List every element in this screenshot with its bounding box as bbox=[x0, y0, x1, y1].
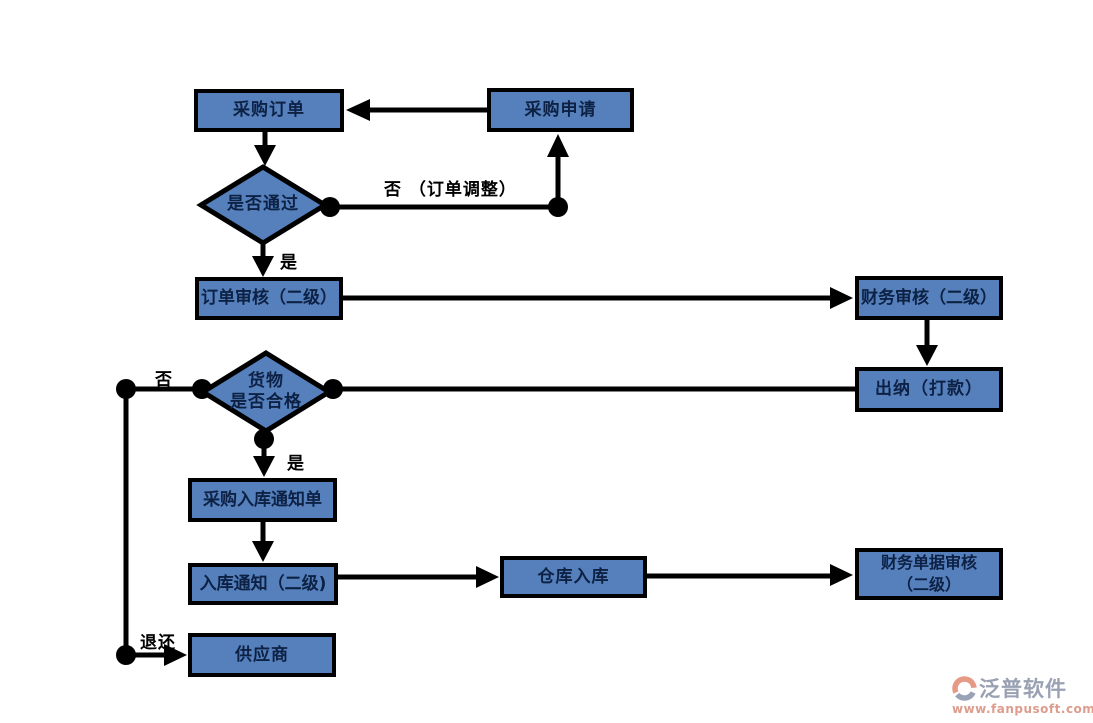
node-purchase-order-label: 采购订单 bbox=[233, 100, 305, 121]
watermark-url-text: www.fanpusoft.com bbox=[952, 702, 1093, 716]
node-finance-review: 财务审核（二级） bbox=[855, 276, 1003, 320]
node-order-review: 订单审核（二级） bbox=[195, 277, 343, 320]
node-warehouse-inbound-label: 仓库入库 bbox=[537, 566, 610, 587]
node-finance-doc-review-label: 财务单据审核 （二级） bbox=[880, 553, 977, 594]
edge-label-yes-pass: 是 bbox=[280, 253, 298, 273]
arrowhead-down-icon bbox=[253, 456, 275, 477]
node-inbound-notice-label: 入库通知（二级) bbox=[199, 573, 327, 594]
edge-label-no-order-adjust: 否 （订单调整） bbox=[384, 180, 517, 200]
arrowhead-right-icon bbox=[830, 287, 853, 309]
node-purchase-order: 采购订单 bbox=[194, 89, 344, 132]
node-supplier-label: 供应商 bbox=[235, 644, 289, 665]
diamond-goods-decision bbox=[198, 350, 334, 434]
node-purchase-inbound-notice-label: 采购入库通知单 bbox=[203, 489, 322, 510]
junction-dot bbox=[320, 197, 340, 217]
node-finance-doc-review: 财务单据审核 （二级） bbox=[855, 548, 1003, 600]
arrowhead-down-icon bbox=[252, 541, 274, 562]
junction-dot bbox=[548, 197, 568, 217]
node-purchase-inbound-notice: 采购入库通知单 bbox=[188, 478, 337, 522]
fanpu-logo-icon bbox=[952, 675, 977, 701]
node-cashier: 出纳（打款） bbox=[855, 367, 1003, 412]
arrowhead-right-icon bbox=[830, 564, 853, 586]
arrowhead-right-icon bbox=[164, 644, 187, 666]
watermark-brand-text: 泛普软件 bbox=[979, 677, 1067, 701]
node-finance-review-label: 财务审核（二级） bbox=[861, 287, 997, 308]
arrowhead-right-icon bbox=[476, 566, 499, 588]
watermark: 泛普软件 www.fanpusoft.com bbox=[952, 673, 1093, 716]
arrowhead-down-icon bbox=[252, 256, 274, 277]
edge-label-return: 退还 bbox=[140, 633, 176, 653]
node-cashier-label: 出纳（打款） bbox=[875, 379, 983, 400]
arrowhead-down-icon bbox=[916, 345, 938, 366]
node-inbound-notice: 入库通知（二级) bbox=[188, 563, 338, 605]
arrowhead-down-icon bbox=[254, 145, 276, 166]
diamond-goods-decision-label: 货物 是否合格 bbox=[230, 370, 302, 412]
diamond-pass-decision bbox=[196, 164, 330, 246]
node-warehouse-inbound: 仓库入库 bbox=[500, 556, 647, 598]
arrowhead-up-icon bbox=[547, 134, 569, 157]
node-purchase-request: 采购申请 bbox=[487, 88, 634, 132]
diamond-pass-decision-label: 是否通过 bbox=[227, 194, 299, 215]
edge-label-yes-qualified: 是 bbox=[287, 454, 305, 474]
node-supplier: 供应商 bbox=[188, 633, 336, 677]
edge-label-no-qualified: 否 bbox=[155, 370, 173, 390]
arrowhead-left-icon bbox=[346, 99, 370, 121]
node-order-review-label: 订单审核（二级） bbox=[201, 288, 337, 309]
node-purchase-request-label: 采购申请 bbox=[524, 99, 597, 120]
